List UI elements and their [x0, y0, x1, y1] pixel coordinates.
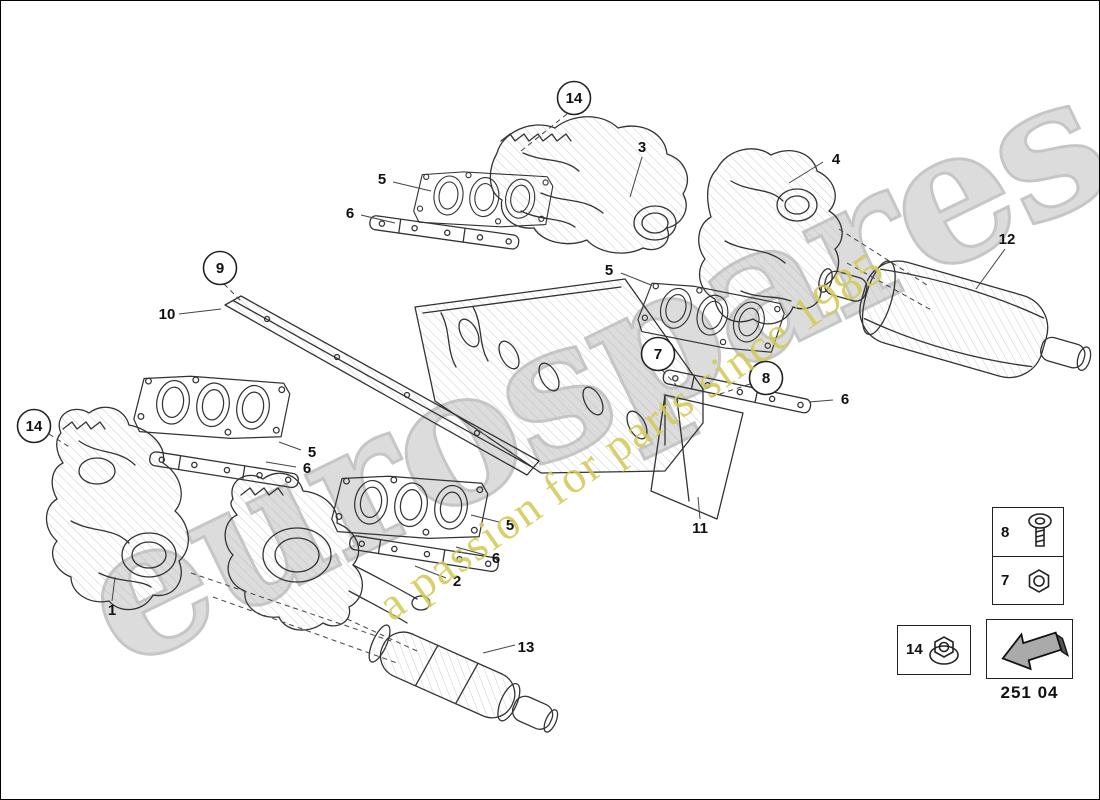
callout-6[interactable]: 6 — [346, 205, 354, 222]
part-4-heat-shield — [698, 148, 843, 325]
callout-2[interactable]: 2 — [453, 573, 461, 590]
legend-item-14: 14 — [898, 626, 970, 673]
svg-text:12: 12 — [999, 231, 1016, 248]
legend-nut14-box: 14 — [897, 625, 971, 675]
svg-text:13: 13 — [518, 639, 535, 656]
hex-nut-icon — [1028, 568, 1050, 593]
callout-7[interactable]: 7 — [640, 336, 676, 372]
callout-3[interactable]: 3 — [638, 139, 646, 156]
callout-1[interactable]: 1 — [108, 602, 116, 619]
svg-text:11: 11 — [692, 520, 708, 537]
callout-6[interactable]: 6 — [492, 550, 500, 567]
callout-10[interactable]: 10 — [159, 306, 176, 323]
svg-text:7: 7 — [654, 346, 662, 363]
callout-13[interactable]: 13 — [518, 639, 535, 656]
part-code: 251 04 — [1000, 683, 1059, 702]
svg-text:5: 5 — [308, 444, 316, 461]
part-13-exhaust-pipe — [368, 624, 559, 733]
svg-text:10: 10 — [159, 306, 176, 323]
svg-text:9: 9 — [216, 260, 224, 277]
part-2-exhaust-manifold — [224, 472, 431, 631]
legend-number: 7 — [1001, 572, 1010, 589]
svg-text:6: 6 — [303, 460, 311, 477]
svg-text:6: 6 — [346, 205, 354, 222]
callout-6[interactable]: 6 — [841, 391, 849, 408]
part-10-heat-shield-strip — [224, 295, 540, 476]
callout-5[interactable]: 5 — [378, 171, 386, 188]
svg-text:6: 6 — [492, 550, 500, 567]
svg-text:14: 14 — [26, 418, 43, 435]
svg-text:3: 3 — [638, 139, 646, 156]
legend-fasteners-box: 8 7 — [992, 507, 1064, 605]
center-heat-shield — [414, 278, 704, 474]
callout-6[interactable]: 6 — [303, 460, 311, 477]
legend-item-8: 8 — [993, 508, 1063, 556]
svg-text:6: 6 — [841, 391, 849, 408]
svg-text:4: 4 — [832, 151, 841, 168]
svg-text:5: 5 — [605, 262, 613, 279]
svg-text:2: 2 — [453, 573, 461, 590]
svg-text:14: 14 — [566, 90, 583, 107]
back-arrow-icon[interactable] — [991, 624, 1069, 674]
callout-5[interactable]: 5 — [308, 444, 316, 461]
callout-12[interactable]: 12 — [999, 231, 1016, 248]
svg-text:5: 5 — [506, 517, 514, 534]
part-12-rear-silencer — [818, 260, 1092, 379]
legend-item-7: 7 — [993, 556, 1063, 604]
legend-number: 14 — [906, 641, 923, 658]
svg-text:8: 8 — [762, 370, 770, 387]
callout-14-top[interactable]: 14 — [556, 80, 592, 116]
part-11-heat-shield-plate — [650, 394, 744, 520]
socket-bolt-icon — [1028, 513, 1052, 547]
callout-11[interactable]: 11 — [692, 520, 708, 537]
legend-number: 8 — [1001, 523, 1010, 541]
part-3-exhaust-manifold — [489, 116, 688, 254]
flange-nut-icon — [929, 635, 959, 665]
svg-text:1: 1 — [108, 602, 116, 619]
callout-5[interactable]: 5 — [605, 262, 613, 279]
callout-14-left[interactable]: 14 — [16, 408, 52, 444]
part-1-exhaust-manifold — [45, 406, 189, 611]
leader-lines — [48, 113, 1006, 664]
callout-4[interactable]: 4 — [832, 151, 841, 168]
callout-5[interactable]: 5 — [506, 517, 514, 534]
nav-arrow-box[interactable] — [986, 619, 1073, 679]
svg-text:5: 5 — [378, 171, 386, 188]
callout-8[interactable]: 8 — [748, 360, 784, 396]
callout-9[interactable]: 9 — [202, 250, 238, 286]
